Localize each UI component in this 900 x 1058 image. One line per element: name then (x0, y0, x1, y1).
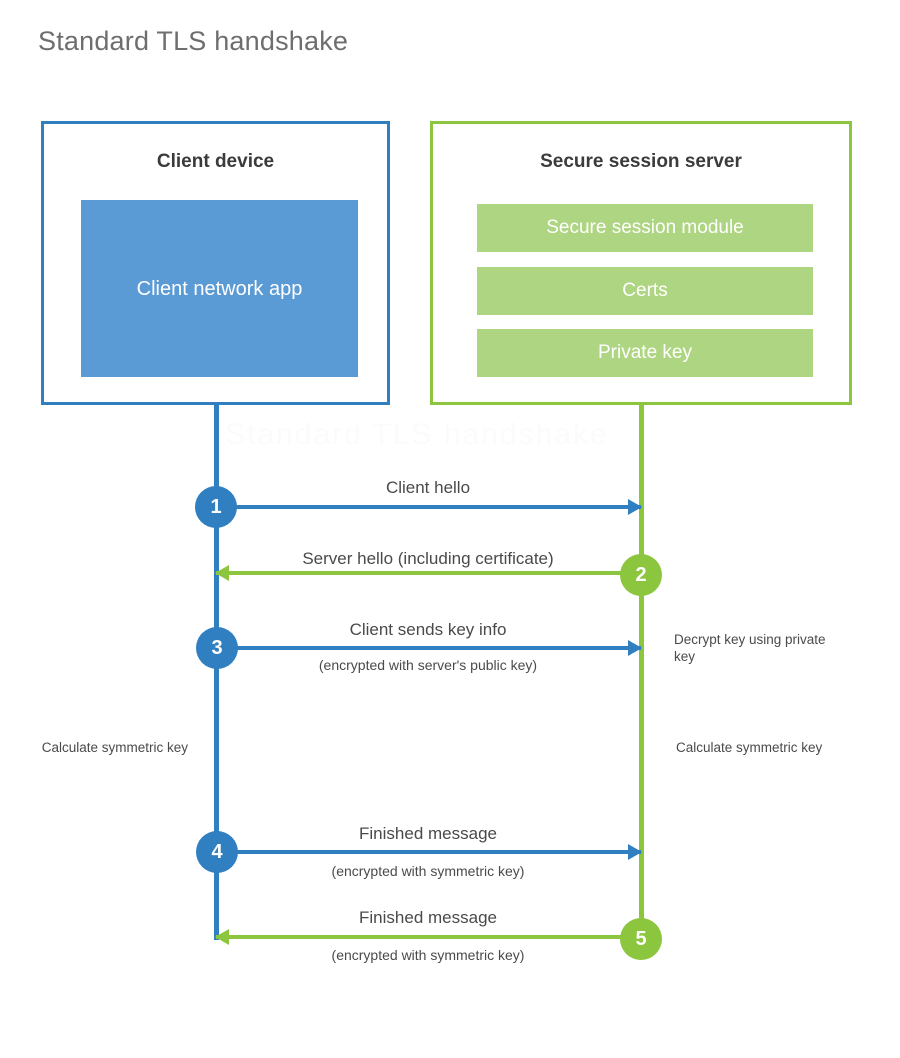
arrow-head-left-icon (215, 565, 229, 581)
step-5-arrow (215, 929, 641, 945)
client-lifeline (214, 402, 219, 940)
arrow-head-right-icon (628, 640, 642, 656)
step-5-number: 5 (635, 927, 647, 950)
step-1-label: Client hello (385, 478, 471, 497)
step-3-circle[interactable]: 3 (196, 627, 238, 669)
step-4-label: Finished message (359, 824, 497, 843)
secure-session-server-title: Secure session server (540, 151, 742, 172)
step-2-arrow (215, 565, 641, 581)
step-1-number: 1 (210, 495, 222, 518)
server-decrypt-note: Decrypt key using private key (674, 632, 826, 664)
step-4-number: 4 (211, 840, 223, 863)
client-network-app-block: Client network app (81, 200, 358, 377)
arrow-shaft (216, 505, 641, 509)
private-key-block: Private key (477, 329, 813, 377)
step-5-sublabel: (encrypted with symmetric key) (331, 947, 525, 963)
secure-session-module-block: Secure session module (477, 204, 813, 252)
step-4-circle[interactable]: 4 (196, 831, 238, 873)
arrow-shaft (216, 850, 641, 854)
private-key-label: Private key (598, 342, 692, 363)
client-device-box: Client device Client network app (41, 121, 390, 405)
arrow-head-right-icon (628, 844, 642, 860)
certs-block: Certs (477, 267, 813, 315)
secure-session-server-box: Secure session server Secure session mod… (430, 121, 852, 405)
certs-label: Certs (622, 280, 668, 301)
step-3-label: Client sends key info (349, 620, 507, 639)
step-3-number: 3 (211, 636, 223, 659)
step-5-circle[interactable]: 5 (620, 918, 662, 960)
client-network-app-label: Client network app (136, 277, 303, 300)
arrow-head-right-icon (628, 499, 642, 515)
step-1-circle[interactable]: 1 (195, 486, 237, 528)
step-4-sublabel: (encrypted with symmetric key) (331, 863, 525, 879)
client-calculate-note: Calculate symmetric key (41, 740, 188, 755)
step-2-label: Server hello (including certificate) (302, 549, 554, 568)
server-calculate-note: Calculate symmetric key (676, 740, 823, 755)
arrow-shaft (216, 935, 641, 939)
server-lifeline (639, 402, 644, 939)
step-2-number: 2 (635, 563, 647, 586)
secure-session-module-label: Secure session module (546, 217, 744, 238)
step-3-sublabel: (encrypted with server's public key) (318, 657, 538, 673)
page-title: Standard TLS handshake (38, 26, 349, 56)
arrow-head-left-icon (215, 929, 229, 945)
arrow-shaft (216, 646, 641, 650)
step-4-arrow (216, 844, 642, 860)
arrow-shaft (216, 571, 641, 575)
client-device-title: Client device (156, 151, 275, 172)
step-1-arrow (216, 499, 642, 515)
step-3-arrow (216, 640, 642, 656)
step-5-label: Finished message (359, 908, 497, 927)
step-2-circle[interactable]: 2 (620, 554, 662, 596)
watermark-text: Standard TLS handshake (225, 418, 609, 451)
